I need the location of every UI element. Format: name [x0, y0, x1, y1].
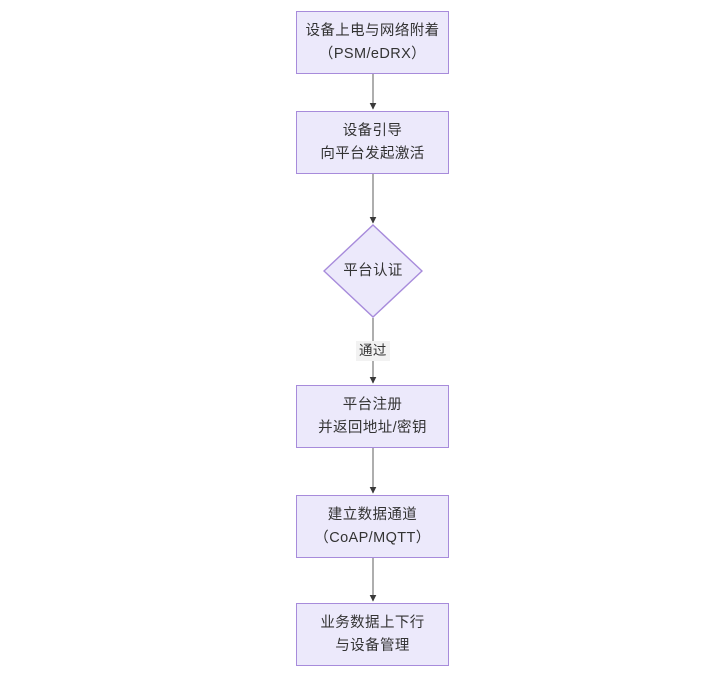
node-service-data-line1: 业务数据上下行 [320, 614, 425, 631]
node-platform-auth[interactable]: 平台认证 [323, 224, 423, 318]
node-bootstrap[interactable]: 设备引导 向平台发起激活 [296, 111, 449, 174]
node-bootstrap-line1: 设备引导 [342, 122, 403, 139]
node-bootstrap-line2: 向平台发起激活 [320, 145, 425, 162]
node-power-on[interactable]: 设备上电与网络附着 （PSM/eDRX） [296, 11, 449, 74]
node-platform-register-line1: 平台注册 [342, 396, 403, 413]
node-platform-register-line2: 并返回地址/密钥 [318, 419, 427, 436]
node-platform-auth-label: 平台认证 [343, 263, 403, 279]
node-data-channel-line1: 建立数据通道 [327, 506, 418, 523]
node-service-data[interactable]: 业务数据上下行 与设备管理 [296, 603, 449, 666]
diamond-shape [323, 224, 423, 318]
node-data-channel[interactable]: 建立数据通道 （CoAP/MQTT） [296, 495, 449, 558]
node-service-data-line2: 与设备管理 [335, 637, 410, 654]
node-power-on-line2: （PSM/eDRX） [318, 45, 427, 62]
node-power-on-line1: 设备上电与网络附着 [305, 22, 440, 39]
node-platform-register[interactable]: 平台注册 并返回地址/密钥 [296, 385, 449, 448]
node-data-channel-line2: （CoAP/MQTT） [314, 529, 431, 546]
edge-label-pass: 通过 [356, 341, 390, 361]
